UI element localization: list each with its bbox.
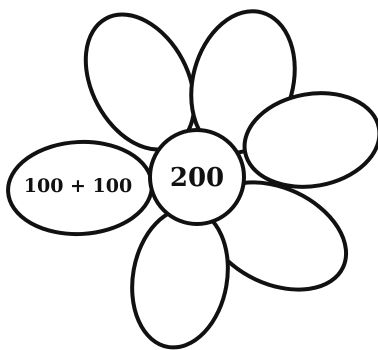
petal-expression: 100 + 100 [24, 175, 132, 197]
center-number: 200 [170, 163, 224, 193]
